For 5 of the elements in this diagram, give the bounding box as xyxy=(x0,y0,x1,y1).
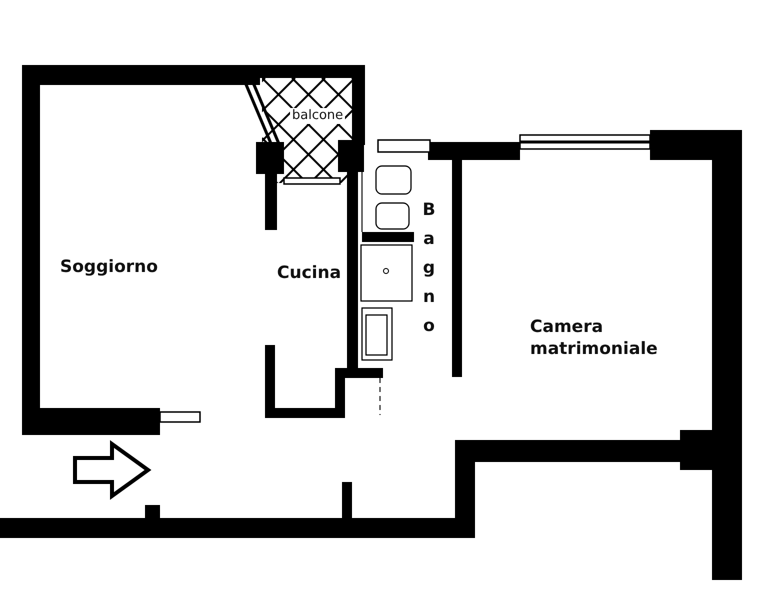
balcony-label: balcone xyxy=(290,108,346,124)
room-label: Soggiorno xyxy=(60,256,158,278)
room-label: Bagno xyxy=(418,200,440,345)
room-label: Camera matrimoniale xyxy=(530,316,659,360)
room-label: Cucina xyxy=(277,262,342,284)
